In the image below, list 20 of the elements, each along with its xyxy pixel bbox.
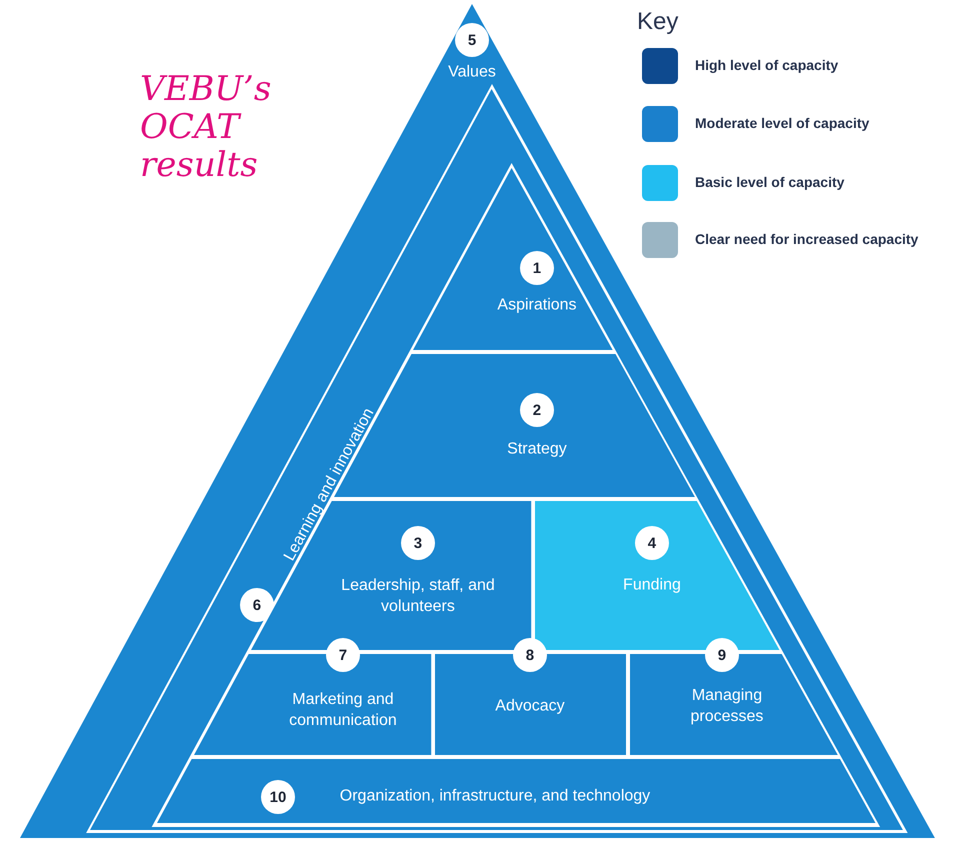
segment-label: Leadership, staff, and volunteers [340, 576, 496, 617]
segment-label: Advocacy [494, 696, 566, 717]
segment-label: Managing processes [690, 686, 764, 727]
legend-label: Clear need for increased capacity [695, 231, 918, 247]
pyramid-segment [250, 501, 531, 650]
pyramid-segment [156, 759, 876, 823]
segment-label: Organization, infrastructure, and technology [338, 786, 652, 807]
title: VEBU’s OCAT results [140, 70, 272, 184]
pyramid-segment [534, 501, 780, 650]
segment-label: Funding [622, 576, 682, 596]
segment-label: Values [447, 62, 497, 83]
legend-label: Basic level of capacity [695, 174, 844, 190]
pyramid-segment [413, 168, 613, 350]
segment-label: Marketing and communication [288, 690, 398, 731]
segment-label: Strategy [506, 440, 568, 460]
segment-label: Aspirations [496, 296, 578, 316]
legend-label: High level of capacity [695, 57, 838, 73]
pyramid-band [20, 4, 935, 838]
legend-heading: Key [637, 8, 678, 36]
legend-label: Moderate level of capacity [695, 115, 870, 131]
